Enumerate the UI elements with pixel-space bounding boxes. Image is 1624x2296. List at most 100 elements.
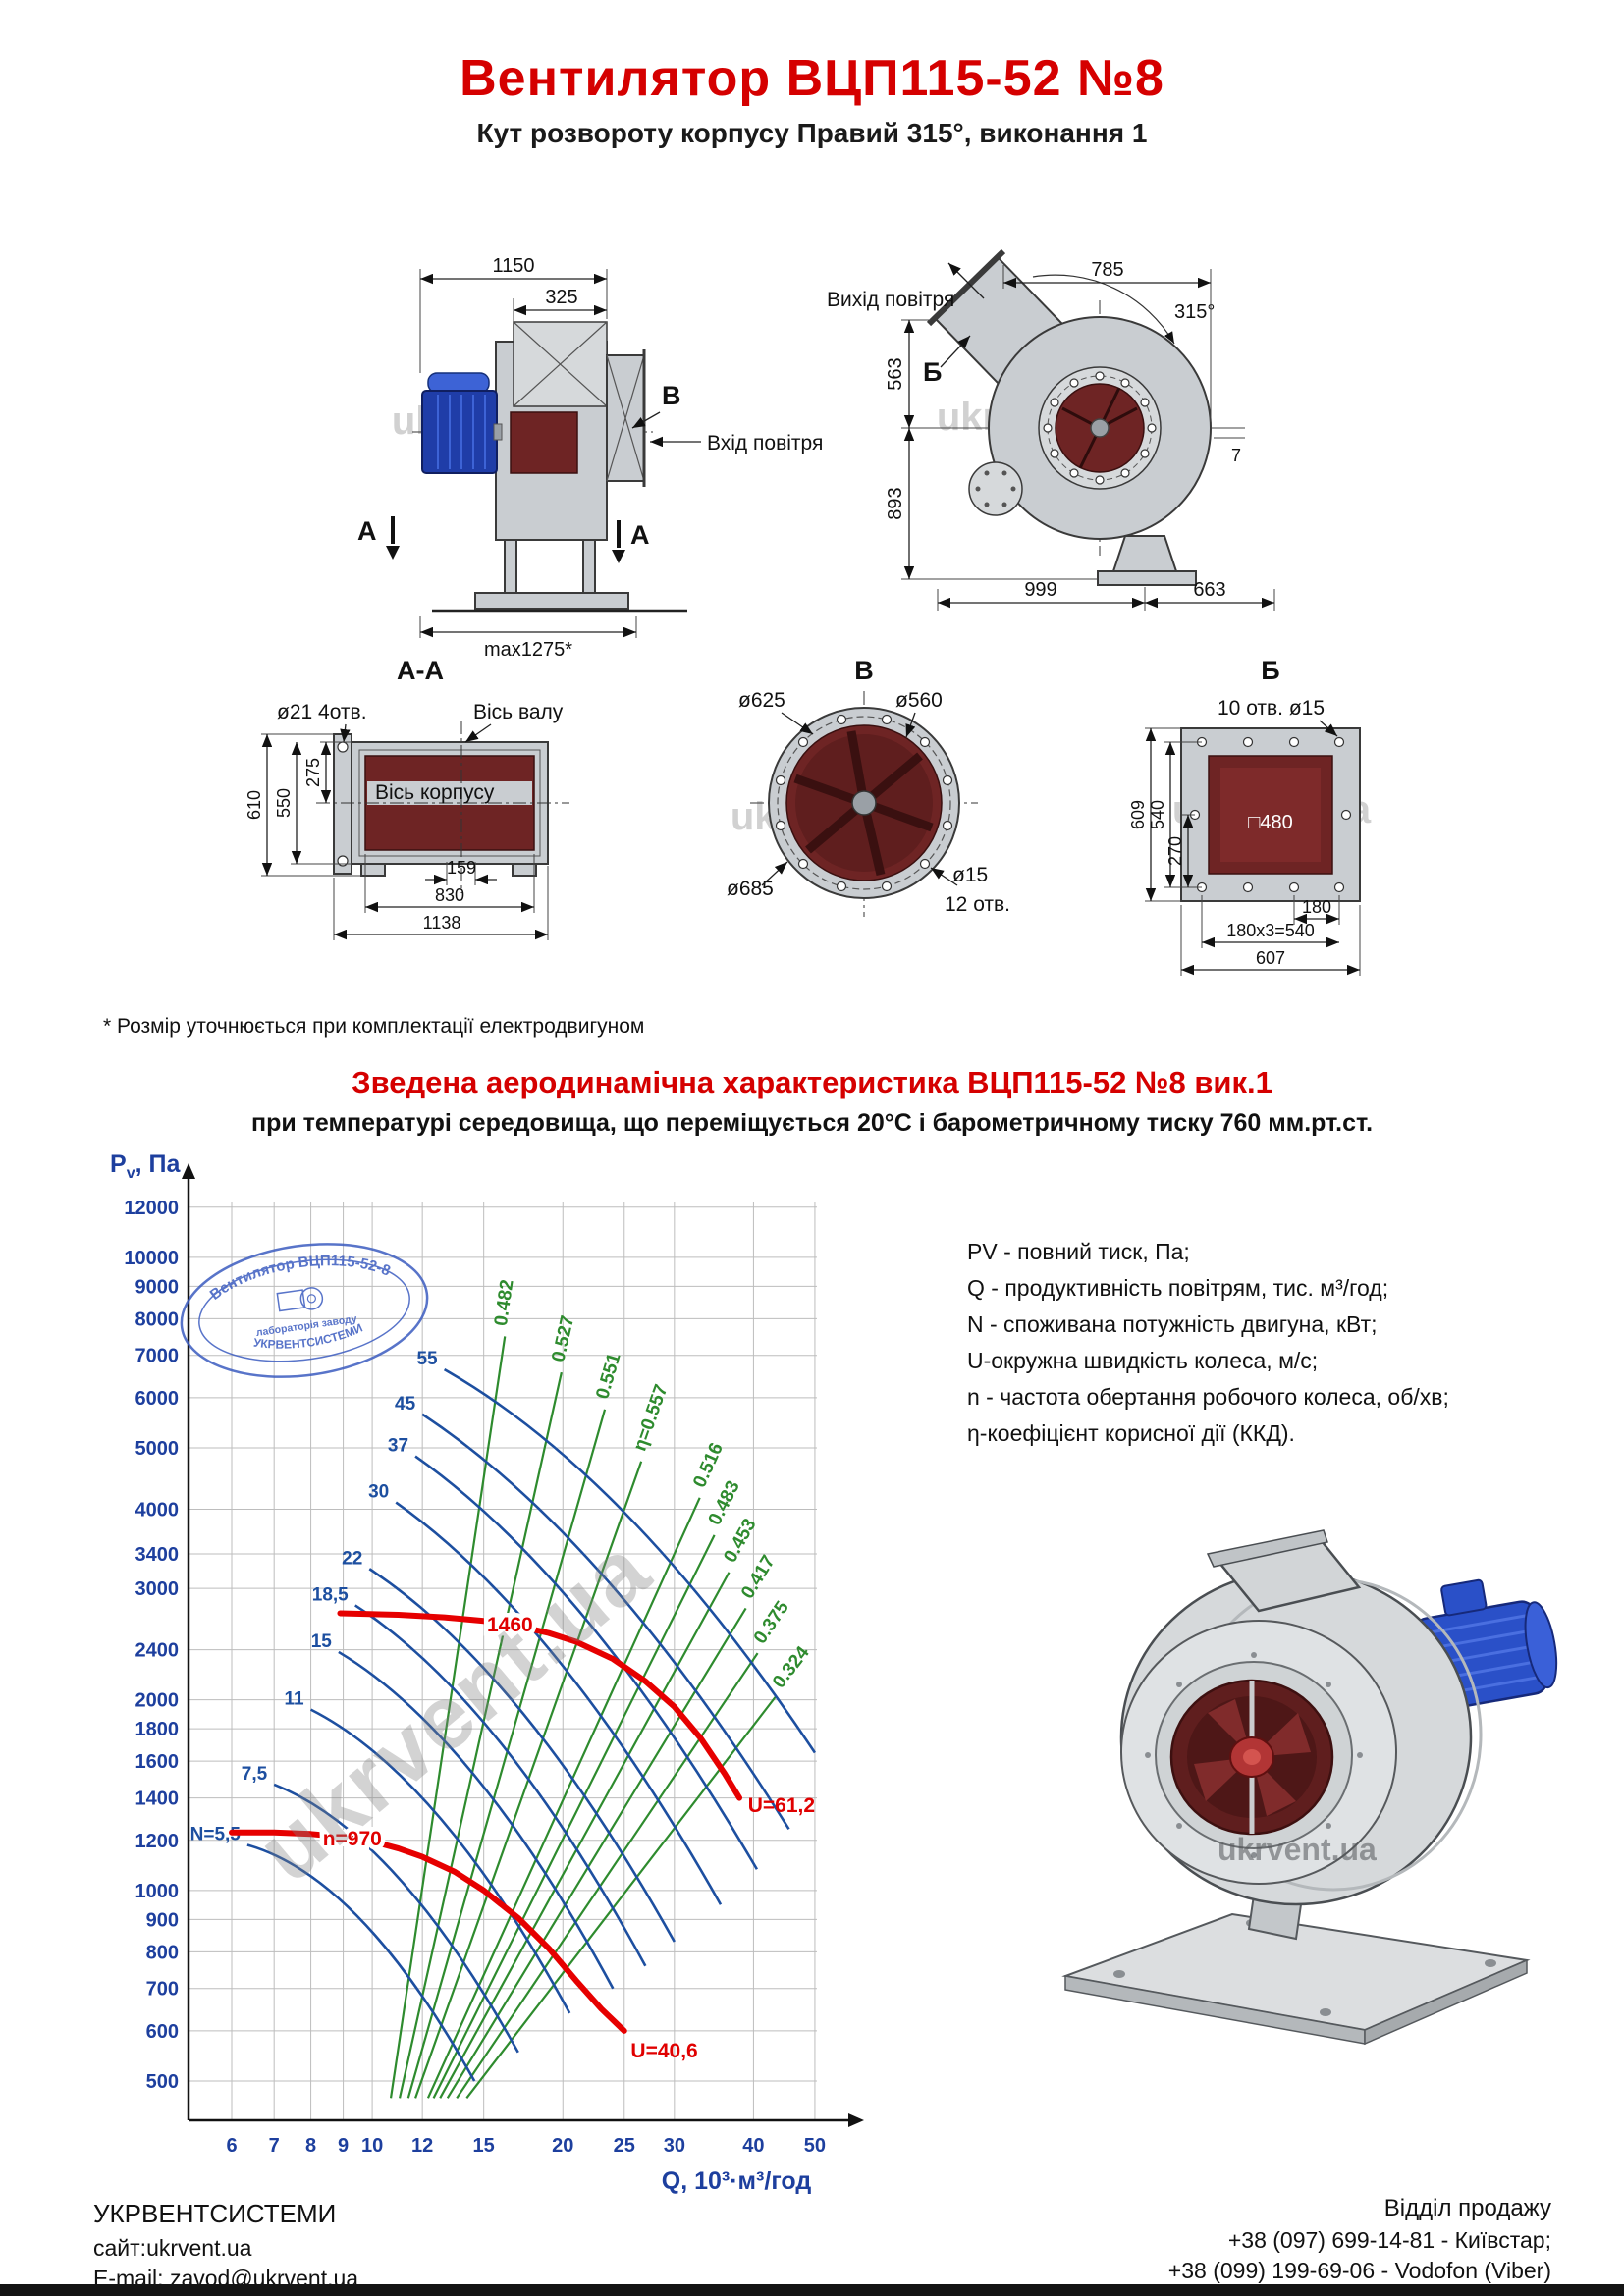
dim-outlet-width: 325 bbox=[545, 287, 577, 308]
section-a-marker: А bbox=[630, 520, 650, 550]
y-tick-label: 6000 bbox=[135, 1388, 180, 1410]
legend-line: η-коефіцієнт корисної дії (ККД). bbox=[967, 1420, 1295, 1446]
legend-line: U-окружна швидкість колеса, м/с; bbox=[967, 1348, 1319, 1373]
efficiency-label: 0.453 bbox=[720, 1516, 760, 1567]
dim-607: 607 bbox=[1256, 948, 1285, 968]
power-curve-label: 15 bbox=[311, 1631, 333, 1652]
y-tick-label: 500 bbox=[146, 2071, 179, 2093]
y-tick-label: 8000 bbox=[135, 1308, 180, 1330]
legend-line: n - частота обертання робочого колеса, о… bbox=[967, 1384, 1449, 1410]
y-axis-label: Pv, Па bbox=[110, 1150, 181, 1182]
y-tick-label: 1000 bbox=[135, 1881, 180, 1902]
power-curve bbox=[414, 1455, 759, 1870]
power-curve bbox=[309, 1708, 571, 2014]
efficiency-label: 0.527 bbox=[548, 1313, 578, 1363]
shaft-axis-label: Вісь валу bbox=[473, 701, 564, 723]
stamp-fan-name: Вентилятор ВЦП115-52-8 bbox=[204, 1242, 395, 1305]
dim-275: 275 bbox=[303, 758, 323, 787]
power-curve bbox=[246, 1843, 476, 2082]
bolt-holes-12 bbox=[775, 714, 953, 892]
efficiency-label: 0.375 bbox=[750, 1597, 793, 1648]
front-view: 1150 325 В Вхід повітря А А max1275* bbox=[357, 255, 823, 661]
y-tick-label: 10000 bbox=[124, 1248, 179, 1269]
efficiency-line bbox=[406, 1409, 607, 2099]
speed-curve bbox=[337, 1610, 743, 1801]
view-title: Б bbox=[1261, 656, 1279, 685]
efficiency-line bbox=[389, 1336, 507, 2099]
chart-title: Зведена аеродинамічна характеристика ВЦП… bbox=[352, 1065, 1272, 1099]
technical-drawings: ukrvent.ua ukrvent.ua ukrvent.ua ukrvent… bbox=[244, 248, 1372, 976]
dim-180: 180 bbox=[1302, 897, 1331, 917]
x-tick-label: 40 bbox=[742, 2135, 764, 2157]
dim-1138: 1138 bbox=[423, 913, 461, 933]
power-curve-label: 45 bbox=[395, 1394, 416, 1415]
dim-550: 550 bbox=[274, 788, 294, 818]
dim-609: 609 bbox=[1128, 800, 1148, 829]
y-tick-label: 1600 bbox=[135, 1751, 180, 1773]
efficiency-label: 0.551 bbox=[592, 1351, 624, 1402]
dim-d685: ø685 bbox=[727, 878, 774, 900]
power-curve-label: 18,5 bbox=[312, 1584, 349, 1605]
bolt-holes-10 bbox=[1189, 736, 1352, 893]
performance-chart: 0.4820.5270.551η=0.5570.5160.4830.4530.4… bbox=[124, 1163, 864, 2157]
y-tick-label: 600 bbox=[146, 2021, 179, 2043]
dim-base-width: max1275* bbox=[484, 639, 572, 661]
dim-180x3: 180x3=540 bbox=[1226, 921, 1315, 940]
dim-outlet-span: 785 bbox=[1091, 259, 1123, 281]
dim-540: 540 bbox=[1148, 800, 1167, 829]
x-tick-label: 10 bbox=[361, 2135, 383, 2157]
u-speed-label: U=40,6 bbox=[630, 2040, 697, 2062]
dim-height-bottom: 893 bbox=[885, 487, 906, 519]
page-bottom-bar bbox=[0, 2284, 1624, 2296]
section-aa-view: А-А ø21 4отв. Вісь валу Вісь корпусу 275… bbox=[244, 656, 569, 940]
speed-curve-label: 1460 bbox=[487, 1614, 533, 1636]
dim-square480: □480 bbox=[1248, 812, 1292, 833]
power-curve bbox=[354, 1604, 647, 1967]
fan-3d-render: ukrvent.ua bbox=[1061, 1529, 1558, 2046]
y-tick-label: 1800 bbox=[135, 1719, 180, 1740]
company-name: УКРВЕНТСИСТЕМИ bbox=[93, 2199, 337, 2228]
body-axis-label: Вісь корпусу bbox=[375, 781, 495, 804]
power-curve bbox=[395, 1501, 723, 1905]
holes-count: 12 отв. bbox=[945, 893, 1010, 916]
y-tick-label: 700 bbox=[146, 1979, 179, 2001]
speed-curve-label: n=970 bbox=[323, 1828, 382, 1850]
view-v-circle: В ø625 ø560 ø685 ø15 12 о bbox=[727, 656, 1010, 917]
dim-d560: ø560 bbox=[895, 689, 943, 712]
efficiency-label: η=0.557 bbox=[629, 1382, 672, 1454]
y-tick-label: 3400 bbox=[135, 1544, 180, 1566]
x-tick-label: 12 bbox=[411, 2135, 433, 2157]
footer-sales-block: Відділ продажу +38 (097) 699-14-81 - Киї… bbox=[1168, 2195, 1551, 2288]
view-title: В bbox=[854, 656, 874, 685]
side-view: Вихід повітря Б 315° 785 563 893 7 999 bbox=[827, 248, 1275, 611]
footer-company-block: УКРВЕНТСИСТЕМИ сайт:ukrvent.ua E-mail: z… bbox=[93, 2199, 358, 2296]
dim-base-left: 999 bbox=[1024, 579, 1056, 601]
dim-d625: ø625 bbox=[738, 689, 785, 712]
x-tick-label: 50 bbox=[804, 2135, 826, 2157]
speed-curve bbox=[229, 1829, 627, 2034]
power-curve-label: 22 bbox=[342, 1548, 362, 1569]
power-curve-label: 7,5 bbox=[242, 1764, 268, 1785]
efficiency-line bbox=[439, 1572, 731, 2099]
y-tick-label: 7000 bbox=[135, 1346, 180, 1367]
x-tick-label: 25 bbox=[614, 2135, 635, 2157]
u-speed-label: U=61,2 bbox=[748, 1794, 815, 1817]
y-tick-label: 800 bbox=[146, 1942, 179, 1963]
company-site: сайт:ukrvent.ua bbox=[93, 2235, 252, 2261]
dim-height-top: 563 bbox=[885, 357, 906, 390]
power-curve-label: 11 bbox=[284, 1689, 304, 1710]
outlet-label: Вихід повітря bbox=[827, 289, 954, 311]
y-tick-label: 9000 bbox=[135, 1276, 180, 1298]
y-tick-label: 1400 bbox=[135, 1789, 180, 1810]
dim-610: 610 bbox=[244, 790, 264, 820]
dim-angle: 315° bbox=[1174, 301, 1215, 323]
efficiency-line bbox=[426, 1497, 701, 2099]
efficiency-line bbox=[432, 1534, 716, 2099]
power-curve bbox=[338, 1650, 615, 1990]
x-tick-label: 30 bbox=[664, 2135, 685, 2157]
x-tick-label: 7 bbox=[269, 2135, 280, 2157]
x-tick-label: 15 bbox=[473, 2135, 495, 2157]
x-tick-label: 20 bbox=[552, 2135, 573, 2157]
watermark: ukrvent.ua bbox=[1218, 1832, 1377, 1867]
